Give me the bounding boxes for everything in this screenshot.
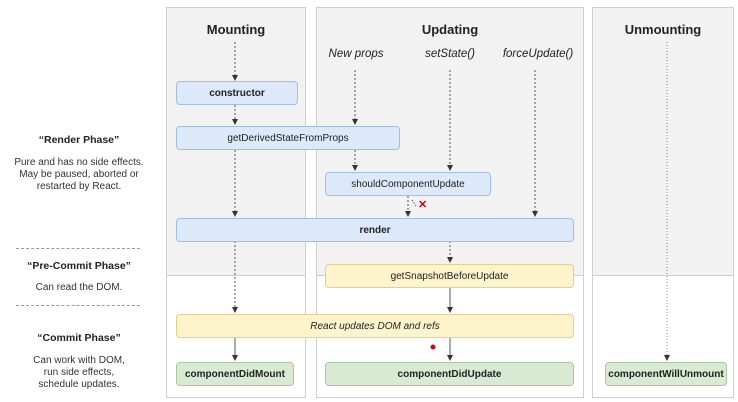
phase-divider [16, 305, 140, 306]
get-derived-state-box: getDerivedStateFromProps [176, 126, 400, 150]
render-phase-description: Pure and has no side effects. May be pau… [2, 157, 156, 193]
cancel-mark-icon: ✕ [418, 199, 428, 211]
render-phase-line: restarted by React. [36, 181, 122, 192]
render-box: render [176, 218, 574, 242]
phase-divider [16, 248, 140, 249]
commit-phase-title: “Commit Phase” [37, 332, 121, 344]
red-dot-marker [430, 344, 436, 350]
should-component-update-box: shouldComponentUpdate [325, 172, 491, 196]
commit-phase-line: Can work with DOM, [33, 355, 125, 366]
force-update-trigger: forceUpdate() [502, 48, 574, 60]
new-props-trigger: New props [328, 48, 384, 60]
commit-phase-line: schedule updates. [38, 379, 120, 390]
component-did-mount-box: componentDidMount [176, 362, 294, 386]
pre-commit-phase-title: “Pre-Commit Phase” [27, 260, 131, 272]
commit-phase-description: Can work with DOM, run side effects, sch… [2, 355, 156, 391]
constructor-box: constructor [176, 81, 298, 105]
mounting-title: Mounting [206, 22, 266, 37]
updating-title: Updating [421, 22, 479, 37]
unmounting-title: Unmounting [624, 22, 702, 37]
pre-commit-phase-line: Can read the DOM. [35, 282, 123, 293]
arrow-scu-abort [411, 199, 417, 207]
render-phase-title: “Render Phase” [38, 134, 120, 146]
commit-phase-line: run side effects, [43, 367, 115, 378]
get-snapshot-box: getSnapshotBeforeUpdate [325, 264, 574, 288]
render-phase-line: May be paused, aborted or [19, 169, 139, 180]
set-state-trigger: setState() [425, 48, 475, 60]
component-will-unmount-box: componentWillUnmount [605, 362, 727, 386]
render-phase-area [593, 8, 733, 276]
react-updates-box: React updates DOM and refs [176, 314, 574, 338]
render-phase-line: Pure and has no side effects. [14, 157, 144, 168]
component-did-update-box: componentDidUpdate [325, 362, 574, 386]
